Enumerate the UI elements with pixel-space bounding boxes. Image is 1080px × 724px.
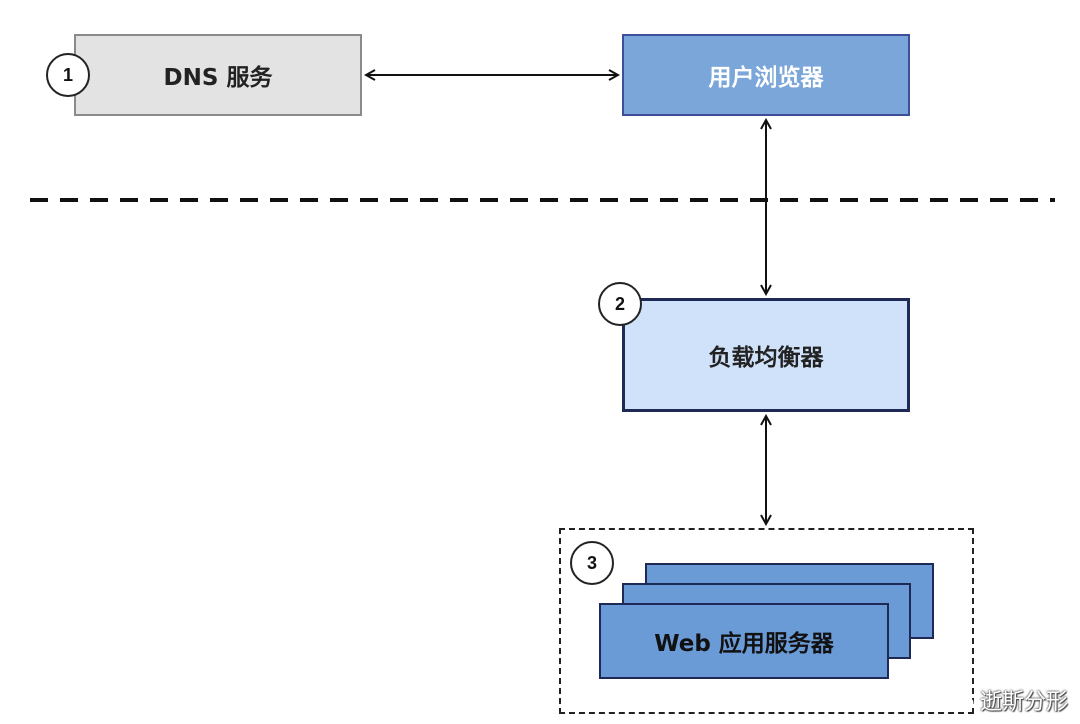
web-server-group: [559, 528, 974, 714]
load-balancer-box: 负载均衡器: [622, 298, 910, 412]
web-app-server-label: Web 应用服务器: [654, 631, 834, 657]
wechat-icon: [947, 689, 974, 710]
web-app-server-box: Web 应用服务器: [599, 603, 889, 679]
watermark-text: 逝斯分形: [979, 690, 1068, 715]
step-badge-1: 1: [46, 53, 90, 97]
step-badge-3: 3: [570, 541, 614, 585]
user-browser-label: 用户浏览器: [708, 65, 824, 91]
dns-service-box: DNS 服务: [74, 34, 362, 116]
dns-service-label: DNS 服务: [163, 65, 273, 91]
watermark: 逝斯分形: [947, 684, 1068, 716]
user-browser-box: 用户浏览器: [622, 34, 910, 116]
step-badge-2: 2: [598, 282, 642, 326]
load-balancer-label: 负载均衡器: [708, 345, 824, 371]
